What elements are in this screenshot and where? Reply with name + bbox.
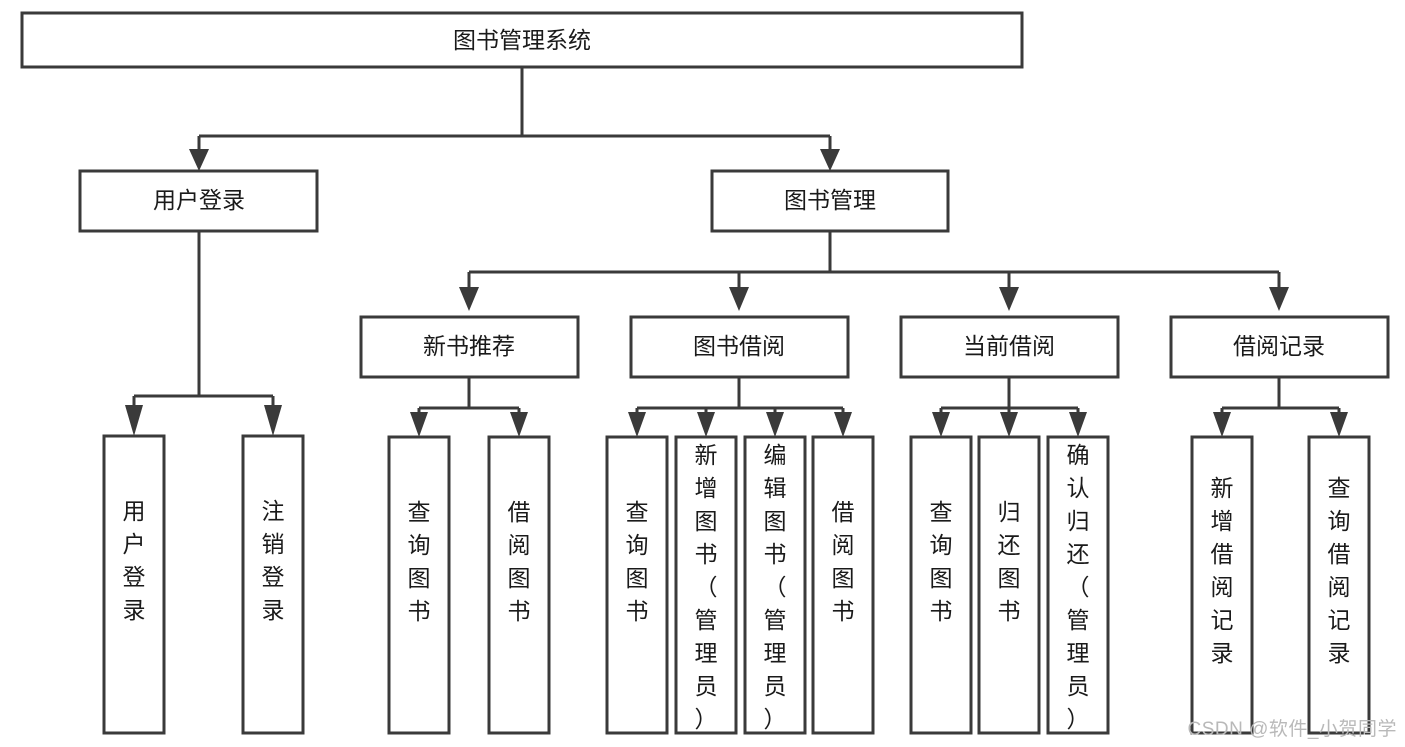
node-label: 借阅图书 [508,499,531,624]
node-box [102,434,166,735]
node-label: 注销登录 [262,498,285,623]
arrow-head-icon [264,405,282,436]
node-book-manage[interactable]: 图书管理 [710,169,950,233]
arrow-head-icon [189,149,209,171]
connector-newbook-to-leaves [410,377,528,437]
arrow-head-icon [766,412,784,437]
arrow-head-icon [820,149,840,171]
node-label: 用户登录 [153,187,245,213]
node-label: 查询图书 [626,499,649,624]
node-leaf-logout-login[interactable]: 注销登录 [241,434,305,735]
node-label: 查询图书 [408,499,431,624]
node-box [710,169,950,233]
node-root[interactable]: 图书管理系统 [20,11,1024,69]
node-box [20,11,1024,69]
node-leaf-borrow-book-1[interactable]: 借阅图书 [487,435,551,735]
node-leaf-query-borrow-record[interactable]: 查询借阅记录 [1307,435,1371,735]
arrow-head-icon [729,287,749,311]
node-label: 归还图书 [998,499,1021,624]
arrow-head-icon [834,412,852,437]
node-leaf-borrow-book-2[interactable]: 借阅图书 [811,435,875,735]
node-label: 用户登录 [123,498,146,623]
node-label: 图书管理 [784,187,876,213]
node-label: 借阅图书 [832,499,855,624]
node-box [811,435,875,735]
node-leaf-add-borrow-record[interactable]: 新增借阅记录 [1190,435,1254,735]
node-label: 新书推荐 [423,333,515,359]
node-box [1046,435,1110,735]
node-leaf-return-book[interactable]: 归还图书 [977,435,1041,735]
node-box [1307,435,1371,735]
arrow-head-icon [1330,412,1348,437]
node-label: 新增图书（管理员） [695,442,718,732]
node-label: 新增借阅记录 [1211,475,1234,666]
arrow-head-icon [628,412,646,437]
connector-borrowrecord-to-leaves [1213,377,1348,437]
node-leaf-user-login[interactable]: 用户登录 [102,434,166,735]
node-label: 编辑图书（管理员） [764,442,787,732]
arrow-head-icon [125,405,143,436]
node-user-login[interactable]: 用户登录 [78,169,319,233]
node-current-borrow[interactable]: 当前借阅 [899,315,1120,379]
node-label: 图书借阅 [693,333,785,359]
node-label: 当前借阅 [963,333,1055,359]
node-leaf-confirm-return[interactable]: 确认归还（管理员） [1046,435,1110,735]
node-box [674,435,738,735]
node-leaf-query-book-2[interactable]: 查询图书 [605,435,669,735]
arrow-head-icon [459,287,479,311]
arrow-head-icon [1069,412,1087,437]
node-box [1169,315,1390,379]
node-box [909,435,973,735]
node-book-borrow[interactable]: 图书借阅 [629,315,850,379]
node-leaf-query-book-1[interactable]: 查询图书 [387,435,451,735]
node-box [241,434,305,735]
node-label: 借阅记录 [1233,333,1325,359]
arrow-head-icon [999,287,1019,311]
node-box [387,435,451,735]
node-leaf-edit-book[interactable]: 编辑图书（管理员） [743,435,807,735]
node-box [629,315,850,379]
node-box [359,315,580,379]
node-box [487,435,551,735]
node-box [78,169,319,233]
node-box [899,315,1120,379]
arrow-head-icon [410,412,428,437]
arrow-head-icon [510,412,528,437]
node-box [743,435,807,735]
arrow-head-icon [932,412,950,437]
node-box [977,435,1041,735]
arrow-head-icon [1000,412,1018,437]
node-box [605,435,669,735]
connector-currentborrow-to-leaves [932,377,1087,437]
node-label: 查询图书 [930,499,953,624]
node-label: 图书管理系统 [453,27,591,53]
node-label: 查询借阅记录 [1328,475,1351,666]
node-box [1190,435,1254,735]
arrow-head-icon [1269,287,1289,311]
node-label: 确认归还（管理员） [1067,442,1090,732]
node-new-book-recommend[interactable]: 新书推荐 [359,315,580,379]
connector-bookborrow-to-leaves [628,377,852,437]
connector-bookmanage-to-level3 [459,231,1289,311]
node-borrow-record[interactable]: 借阅记录 [1169,315,1390,379]
arrow-head-icon [697,412,715,437]
connector-userlogin-to-leaves [125,231,282,436]
node-leaf-query-book-3[interactable]: 查询图书 [909,435,973,735]
node-leaf-add-book[interactable]: 新增图书（管理员） [674,435,738,735]
arrow-head-icon [1213,412,1231,437]
connector-root-to-level2 [189,67,840,171]
